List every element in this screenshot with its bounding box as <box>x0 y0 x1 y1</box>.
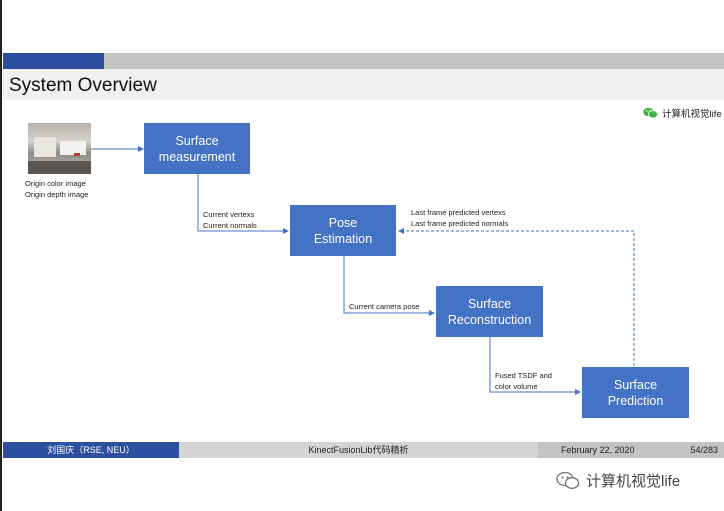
header-bar <box>104 53 724 69</box>
watermark-text: 计算机视觉life <box>586 473 681 490</box>
footer-author: 刘国庆（RSE, NEU） <box>47 445 135 455</box>
wechat-label: 计算机视觉life <box>662 109 722 120</box>
footer-topic-bar: KinectFusionLib代码精析 <box>179 442 538 458</box>
wechat-icon <box>643 107 658 119</box>
arrow-pose-to-reconstruction <box>343 256 435 316</box>
footer-date-bar: February 22, 2020 54/283 <box>538 442 724 458</box>
input-caption-line1: Origin color image <box>25 179 86 188</box>
slide-title: System Overview <box>9 75 157 96</box>
wechat-watermark-icon <box>556 471 580 489</box>
arrow-measurement-to-pose <box>197 174 289 234</box>
arrow-prediction-to-pose-dashed <box>398 228 635 366</box>
edge-label-last-frame: Last frame predicted vertexs Last frame … <box>411 208 509 228</box>
left-edge-line <box>0 0 2 511</box>
wechat-badge: 计算机视觉life <box>643 106 722 120</box>
edge-label-tsdf: Fused TSDF and color volume <box>495 371 552 391</box>
title-band <box>3 69 724 100</box>
footer-topic: KinectFusionLib代码精析 <box>308 445 409 455</box>
input-caption: Origin color image Origin depth image <box>25 178 88 200</box>
origin-image-thumbnail <box>28 123 91 174</box>
footer-page-number: 54/283 <box>690 445 718 455</box>
edge-label-camera-pose: Current camera pose <box>349 302 420 311</box>
watermark: 计算机视觉life <box>556 470 680 491</box>
footer-author-bar: 刘国庆（RSE, NEU） <box>3 442 179 458</box>
edge-label-vertexs: Current vertexs Current normals <box>203 210 257 230</box>
header-bar-accent <box>3 53 104 69</box>
footer-date: February 22, 2020 <box>561 445 635 455</box>
input-caption-line2: Origin depth image <box>25 190 89 199</box>
arrow-reconstruction-to-prediction <box>489 337 581 395</box>
